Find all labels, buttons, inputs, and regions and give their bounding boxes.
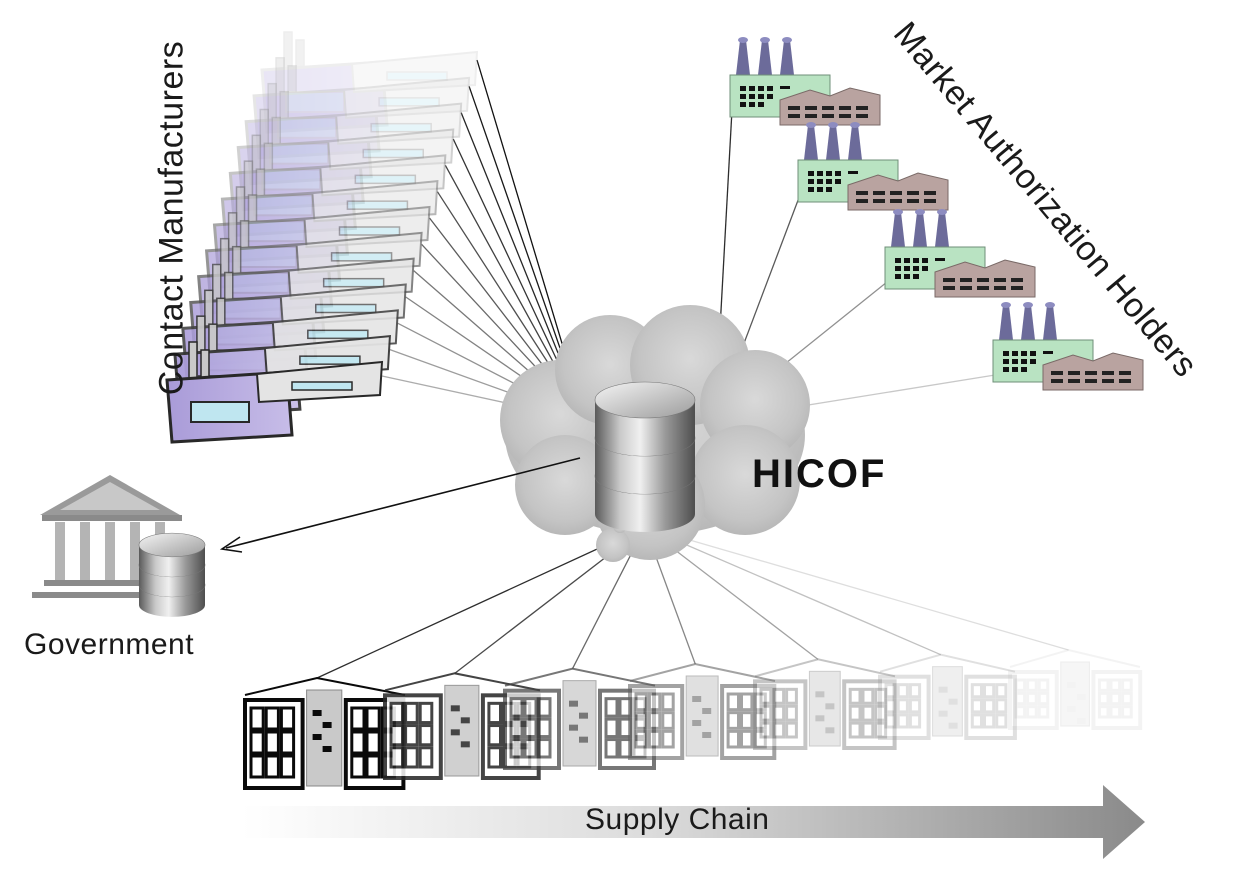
arrow-head-icon — [219, 536, 243, 553]
hicof-hub — [500, 305, 810, 562]
supply-chain-link — [316, 526, 646, 679]
supply-chain-building — [628, 662, 777, 760]
supply-chain-link — [644, 526, 1069, 651]
hicof-label: HICOF — [752, 452, 887, 496]
supply-chain-buildings-group — [243, 648, 1143, 790]
contract-manufacturers-group — [165, 31, 479, 444]
contract-manufacturer — [165, 341, 384, 444]
supply-chain-building — [878, 653, 1017, 741]
market-authorization-holder — [884, 209, 1036, 298]
market-authorization-holder — [729, 37, 881, 126]
database-icon — [594, 381, 696, 532]
supply-chain-label: Supply Chain — [585, 803, 770, 836]
supply-chain-links — [316, 526, 1069, 679]
supply-chain-building — [1008, 648, 1143, 730]
supply-chain-building — [753, 658, 897, 750]
government-node — [32, 457, 581, 617]
government-database-icon — [138, 532, 206, 617]
supply-chain-building — [243, 676, 406, 790]
supply-chain-arrow — [242, 785, 1145, 859]
market-authorization-holder — [992, 302, 1144, 391]
supply-chain-link — [644, 526, 942, 656]
contract-manufacturers-label: Contact Manufacturers — [152, 40, 191, 396]
market-authorization-holder — [797, 122, 949, 211]
government-label: Government — [24, 628, 195, 661]
market-authorization-holders-group — [729, 37, 1144, 391]
hub-to-government-arrow — [225, 457, 581, 549]
